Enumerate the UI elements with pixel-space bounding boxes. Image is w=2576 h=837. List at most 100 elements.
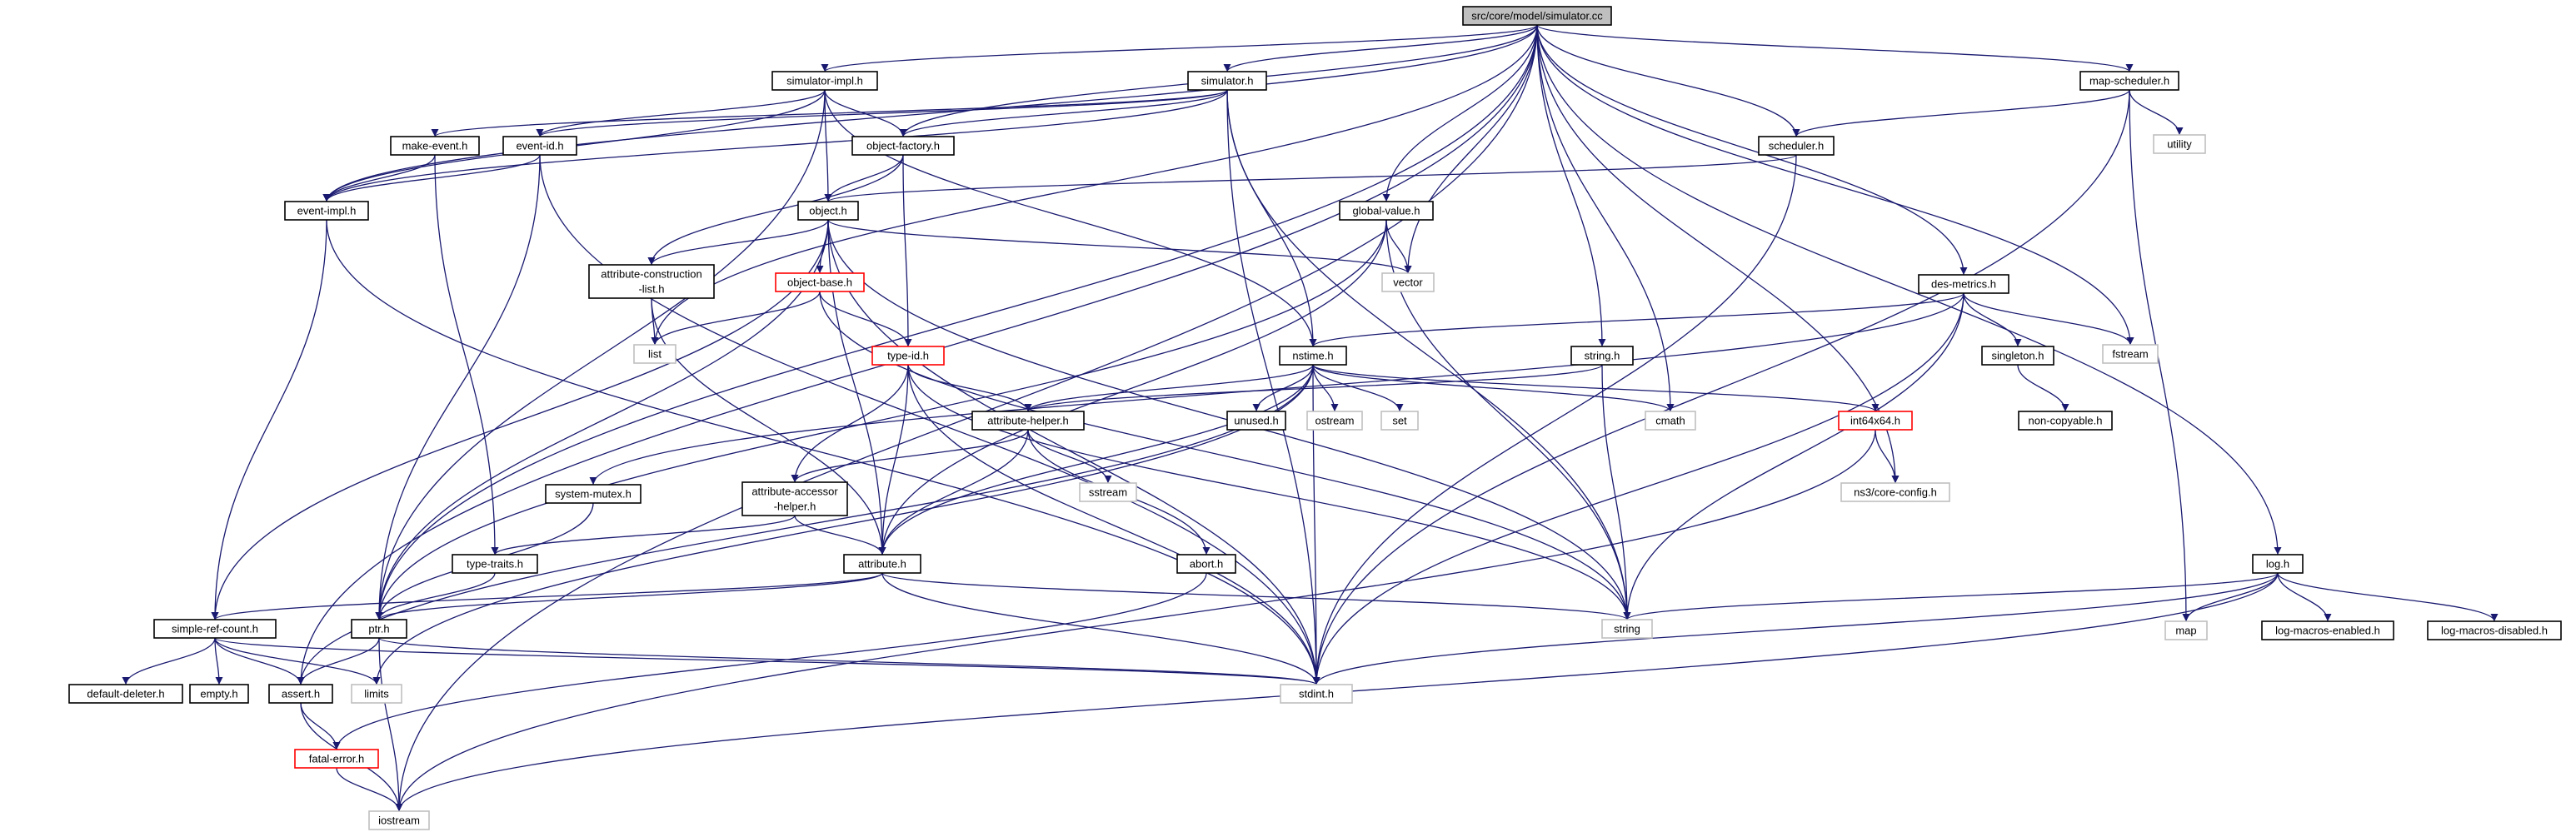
node-attribute-construction-list-h[interactable]: attribute-construction-list.h bbox=[588, 264, 715, 299]
node-box bbox=[1381, 272, 1435, 292]
node-box bbox=[1570, 346, 1634, 366]
node-empty-h[interactable]: empty.h bbox=[189, 684, 249, 704]
node-set: set bbox=[1380, 411, 1419, 431]
node-scheduler-h[interactable]: scheduler.h bbox=[1758, 136, 1835, 156]
edge-event_id_h-to-stdint_h bbox=[539, 154, 1320, 685]
node-ptr-h[interactable]: ptr.h bbox=[351, 619, 407, 639]
node-abort-h[interactable]: abort.h bbox=[1176, 554, 1236, 574]
edge-global_value_h-to-attribute_h bbox=[878, 219, 1387, 556]
node-non-copyable-h[interactable]: non-copyable.h bbox=[2018, 411, 2113, 431]
node-default-deleter-h[interactable]: default-deleter.h bbox=[68, 684, 183, 704]
node-singleton-h[interactable]: singleton.h bbox=[1981, 346, 2054, 366]
edge-attribute_helper_h-to-sstream bbox=[1027, 429, 1112, 484]
node-box bbox=[971, 411, 1085, 431]
node-label: unused.h bbox=[1234, 414, 1279, 426]
node-box bbox=[502, 136, 577, 156]
edge-object_factory_h-to-type_id_h bbox=[902, 154, 912, 347]
node-attribute-h[interactable]: attribute.h bbox=[843, 554, 921, 574]
node-label: object-base.h bbox=[787, 276, 852, 288]
edge-make_event_h-to-type_traits_h bbox=[434, 154, 499, 556]
node-unused-h[interactable]: unused.h bbox=[1226, 411, 1286, 431]
node-label: nstime.h bbox=[1292, 349, 1333, 361]
edge-simulator_cc-to-cmath bbox=[1536, 24, 1675, 412]
node-label: type-id.h bbox=[887, 349, 929, 361]
nodes-layer: src/core/model/simulator.cc simulator-imp… bbox=[68, 6, 2562, 830]
node-label: list bbox=[648, 347, 661, 360]
node-box bbox=[1462, 6, 1612, 26]
edge-map_scheduler_h-to-scheduler_h bbox=[1792, 89, 2130, 137]
node-box bbox=[2102, 344, 2159, 364]
edge-int64x64_h-to-iostream bbox=[395, 429, 1876, 812]
node-box bbox=[294, 749, 379, 769]
edge-simulator_cc-to-ns3_core_config_h bbox=[1536, 24, 1900, 484]
edge-int64x64_h-to-ns3_core_config_h bbox=[1875, 429, 1900, 484]
node-simulator-cc[interactable]: src/core/model/simulator.cc bbox=[1462, 6, 1612, 26]
node-des-metrics-h[interactable]: des-metrics.h bbox=[1918, 274, 2009, 294]
node-label: system-mutex.h bbox=[555, 487, 632, 500]
node-label: limits bbox=[364, 687, 389, 700]
node-label: log.h bbox=[2266, 557, 2289, 570]
node-label: type-traits.h bbox=[467, 557, 523, 570]
node-simple-ref-count-h[interactable]: simple-ref-count.h bbox=[153, 619, 277, 639]
edge-simulator_impl_h-to-event_id_h bbox=[536, 89, 826, 137]
node-label: singleton.h bbox=[1992, 349, 2044, 361]
edge-type_traits_h-to-ptr_h bbox=[375, 572, 496, 620]
edge-simulator_cc-to-map_scheduler_h bbox=[1536, 24, 2134, 72]
node-log-h[interactable]: log.h bbox=[2252, 554, 2304, 574]
edge-simulator_cc-to-vector bbox=[1404, 24, 1538, 274]
node-box bbox=[2018, 411, 2113, 431]
edge-simulator_cc-to-string_h bbox=[1536, 24, 1606, 347]
node-event-impl-h[interactable]: event-impl.h bbox=[284, 201, 369, 221]
edge-attribute_accessor_helper_h-to-type_traits_h bbox=[491, 515, 796, 556]
node-label: utility bbox=[2167, 137, 2192, 150]
node-label: log-macros-enabled.h bbox=[2275, 624, 2380, 636]
node-event-id-h[interactable]: event-id.h bbox=[502, 136, 577, 156]
node-simulator-impl-h[interactable]: simulator-impl.h bbox=[771, 71, 878, 91]
node-int64x64-h[interactable]: int64x64.h bbox=[1838, 411, 1913, 431]
node-box bbox=[390, 136, 480, 156]
node-label: sstream bbox=[1089, 486, 1127, 498]
node-fstream: fstream bbox=[2102, 344, 2159, 364]
edge-type_id_h-to-string bbox=[907, 364, 1631, 620]
node-box bbox=[284, 201, 369, 221]
node-box bbox=[452, 554, 538, 574]
node-type-traits-h[interactable]: type-traits.h bbox=[452, 554, 538, 574]
node-nstime-h[interactable]: nstime.h bbox=[1279, 346, 1347, 366]
node-attribute-accessor-helper-h[interactable]: attribute-accessor-helper.h bbox=[741, 481, 848, 516]
edge-simulator_impl_h-to-nstime_h bbox=[824, 89, 1317, 347]
node-label: map bbox=[2175, 624, 2196, 636]
node-log-macros-disabled-h[interactable]: log-macros-disabled.h bbox=[2427, 620, 2562, 640]
node-assert-h[interactable]: assert.h bbox=[268, 684, 333, 704]
node-label: ns3/core-config.h bbox=[1854, 486, 1937, 498]
node-iostream: iostream bbox=[368, 810, 430, 830]
node-box bbox=[351, 684, 402, 704]
node-box bbox=[1981, 346, 2054, 366]
node-label: event-impl.h bbox=[297, 204, 357, 217]
node-string-h[interactable]: string.h bbox=[1570, 346, 1634, 366]
node-utility: utility bbox=[2153, 134, 2206, 154]
node-map: map bbox=[2164, 620, 2208, 640]
node-object-h[interactable]: object.h bbox=[797, 201, 859, 221]
edge-type_id_h-to-attribute_accessor_helper_h bbox=[791, 364, 909, 483]
node-type-id-h[interactable]: type-id.h bbox=[871, 346, 945, 366]
node-object-base-h[interactable]: object-base.h bbox=[775, 272, 865, 292]
node-simulator-h[interactable]: simulator.h bbox=[1187, 71, 1267, 91]
node-make-event-h[interactable]: make-event.h bbox=[390, 136, 480, 156]
node-log-macros-enabled-h[interactable]: log-macros-enabled.h bbox=[2261, 620, 2394, 640]
node-attribute-helper-h[interactable]: attribute-helper.h bbox=[971, 411, 1085, 431]
node-fatal-error-h[interactable]: fatal-error.h bbox=[294, 749, 379, 769]
node-label: set bbox=[1392, 414, 1407, 426]
edge-attribute_construction_list_h-to-attribute_h bbox=[651, 297, 886, 556]
node-map-scheduler-h[interactable]: map-scheduler.h bbox=[2079, 71, 2179, 91]
node-global-value-h[interactable]: global-value.h bbox=[1339, 201, 1434, 221]
node-system-mutex-h[interactable]: system-mutex.h bbox=[545, 484, 642, 504]
edge-attribute_h-to-ptr_h bbox=[375, 572, 883, 620]
node-label: -list.h bbox=[638, 282, 664, 295]
edge-simulator_h-to-make_event_h bbox=[431, 89, 1228, 137]
node-object-factory-h[interactable]: object-factory.h bbox=[851, 136, 955, 156]
node-label: ptr.h bbox=[368, 622, 389, 635]
edge-des_metrics_h-to-fstream bbox=[1963, 292, 2134, 346]
node-label: make-event.h bbox=[402, 139, 468, 152]
node-box bbox=[797, 201, 859, 221]
edge-simulator_h-to-event_impl_h bbox=[322, 89, 1228, 202]
